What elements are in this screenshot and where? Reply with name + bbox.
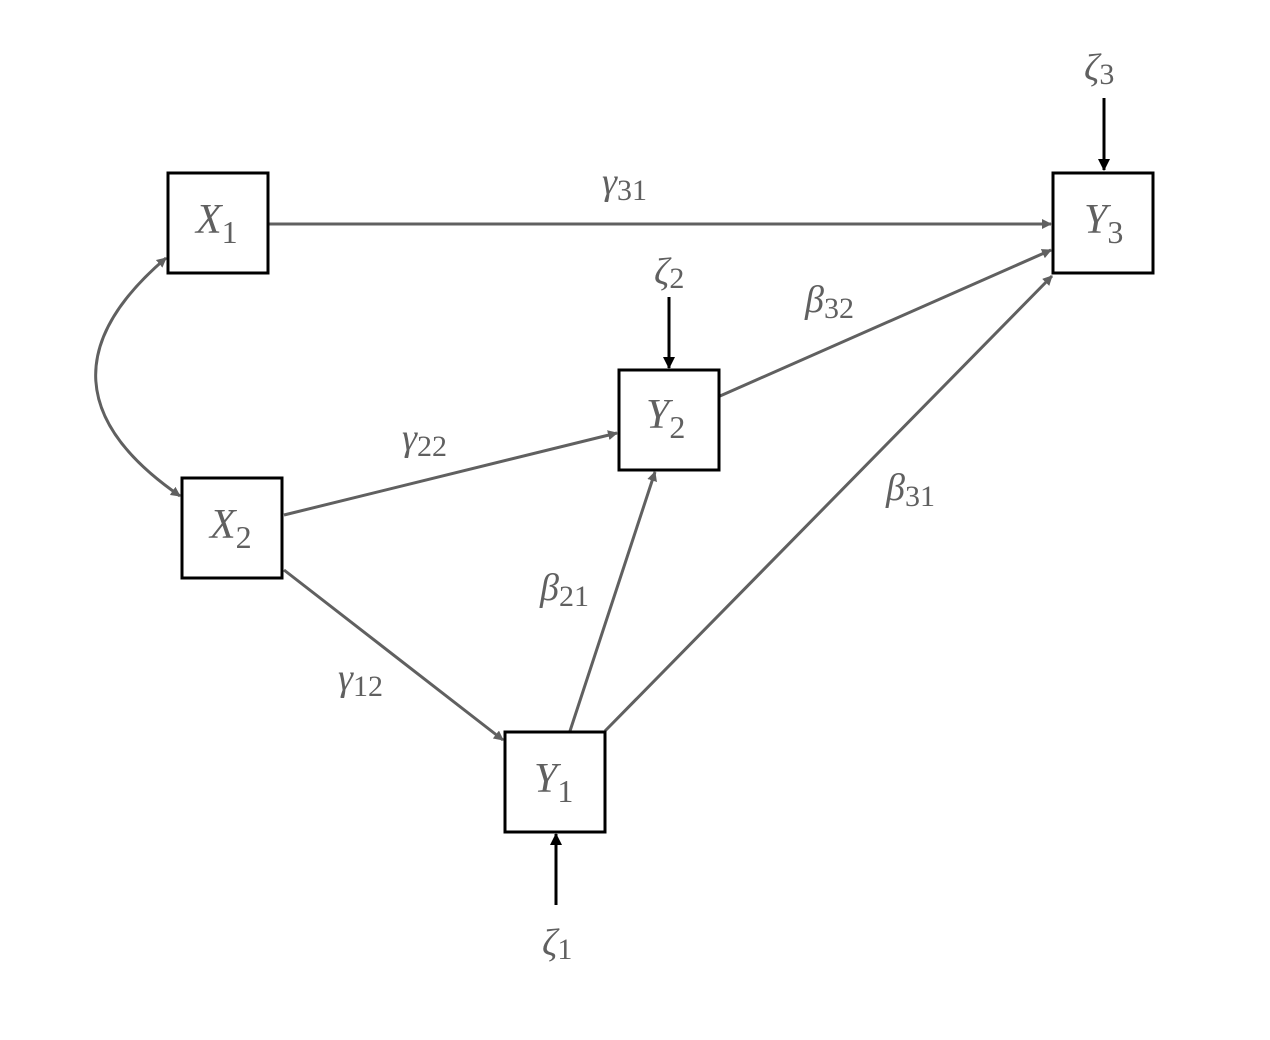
path-g12: γ12	[283, 568, 504, 742]
svg-text:ζ3: ζ3	[1084, 47, 1114, 91]
node-x2: X2	[180, 476, 284, 580]
error-z3: ζ3	[1084, 47, 1114, 171]
svg-text:β31: β31	[885, 467, 935, 513]
svg-text:β32: β32	[804, 279, 854, 325]
svg-text:ζ1: ζ1	[542, 922, 572, 966]
path-g31: γ31	[269, 161, 1052, 229]
svg-text:Y1: Y1	[534, 756, 573, 809]
svg-text:Y2: Y2	[646, 392, 685, 445]
svg-text:ζ2: ζ2	[654, 251, 684, 295]
svg-text:Y3: Y3	[1084, 197, 1123, 250]
svg-text:γ22: γ22	[402, 417, 447, 463]
node-x1: X1	[166, 171, 270, 275]
node-y1: Y1	[503, 730, 607, 834]
svg-text:β21: β21	[539, 567, 589, 613]
svg-text:X1: X1	[194, 197, 238, 250]
node-y3: Y3	[1051, 171, 1155, 275]
error-z2: ζ2	[654, 251, 684, 369]
path-b32: β32	[719, 248, 1052, 398]
path-g22: γ22	[283, 417, 618, 517]
node-y2: Y2	[617, 368, 721, 472]
svg-text:γ31: γ31	[602, 161, 647, 207]
svg-text:γ12: γ12	[338, 657, 383, 703]
covariance-x1-x2	[94, 256, 181, 498]
svg-text:X2: X2	[208, 502, 252, 555]
error-z1: ζ1	[542, 833, 572, 966]
path-b21: β21	[539, 471, 657, 732]
path-b31: β31	[603, 274, 1054, 733]
